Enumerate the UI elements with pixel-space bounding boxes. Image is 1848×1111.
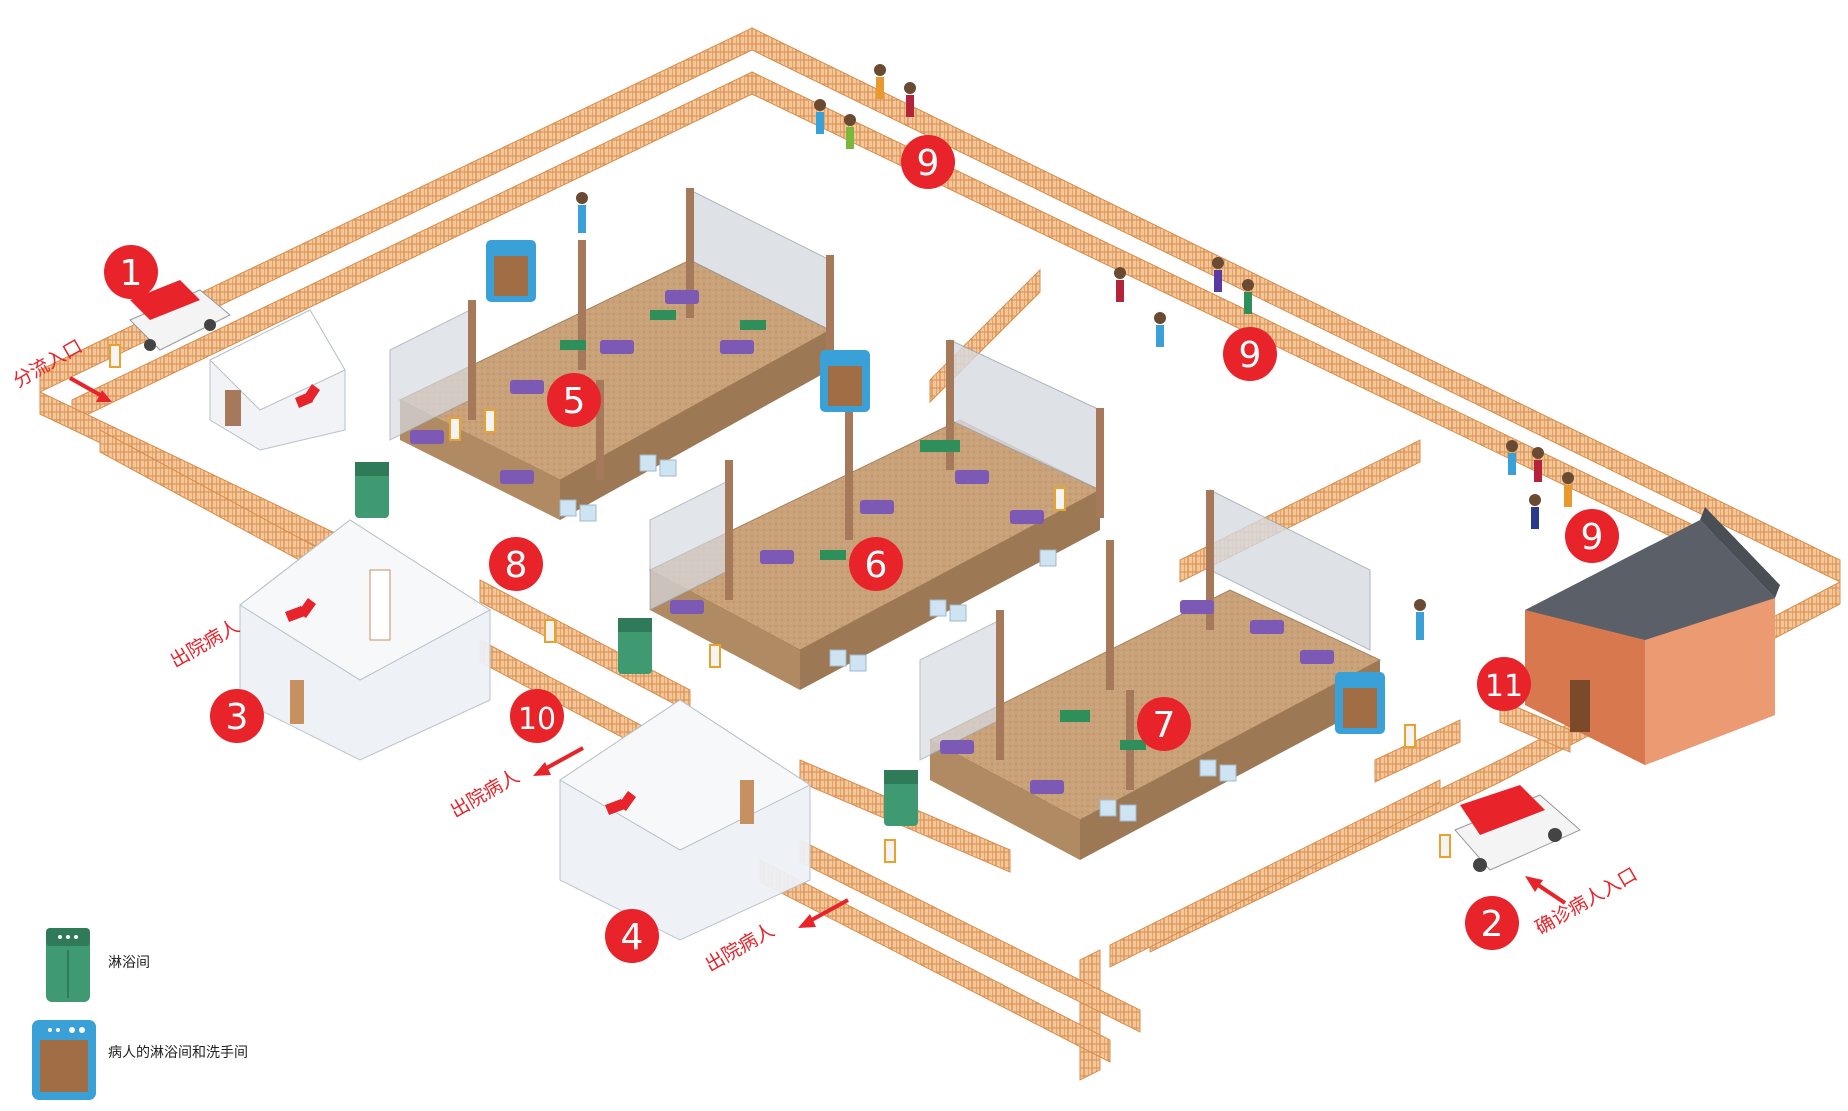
shower-unit-green [618, 618, 652, 674]
legend-patient-wash-icon [32, 1020, 96, 1100]
ward-6 [648, 339, 1104, 690]
marker-6: 6 [849, 537, 903, 591]
marker-1: 1 [104, 245, 158, 299]
svg-text:9: 9 [1239, 335, 1262, 376]
patient-wash-unit-blue [1335, 672, 1385, 734]
triage-building [209, 309, 346, 451]
arrow-triage-entrance [69, 376, 112, 402]
marker-4: 4 [605, 909, 659, 963]
svg-text:2: 2 [1481, 904, 1504, 945]
tent-4 [559, 699, 812, 941]
marker-9a: 9 [901, 135, 955, 189]
svg-text:1: 1 [120, 253, 143, 294]
svg-text:3: 3 [226, 697, 249, 738]
marker-9b: 9 [1223, 327, 1277, 381]
svg-text:4: 4 [621, 917, 644, 958]
ambulance-2 [1454, 785, 1581, 872]
legend-patient-wash-label: 病人的淋浴间和洗手间 [108, 1045, 248, 1061]
marker-7: 7 [1137, 697, 1191, 751]
svg-text:11: 11 [1485, 669, 1523, 704]
people [109, 64, 1574, 863]
arrows [69, 376, 1567, 928]
legend-shower-label: 淋浴间 [108, 955, 150, 971]
marker-9c: 9 [1565, 509, 1619, 563]
ward-5 [389, 188, 834, 522]
marker-3: 3 [210, 689, 264, 743]
svg-text:9: 9 [1581, 517, 1604, 558]
perimeter-fence [39, 27, 1841, 1081]
legend-shower-icon [46, 928, 90, 1002]
shower-unit-green [355, 462, 389, 518]
marker-2: 2 [1465, 896, 1519, 950]
marker-11: 11 [1477, 657, 1531, 711]
svg-text:9: 9 [917, 143, 940, 184]
patient-wash-unit-blue [820, 350, 870, 412]
patient-wash-unit-blue [486, 240, 536, 302]
svg-text:10: 10 [518, 702, 556, 737]
shower-unit-green [884, 770, 918, 826]
svg-text:7: 7 [1153, 705, 1176, 746]
confirmed-entrance-label: 确诊病人入口 [1532, 863, 1642, 939]
ambulance-1 [129, 280, 231, 351]
arrow-discharge-10 [533, 746, 584, 776]
svg-text:5: 5 [563, 381, 586, 422]
building-11-roof [1525, 520, 1775, 640]
svg-text:6: 6 [865, 545, 888, 586]
marker-10: 10 [510, 689, 564, 743]
arrow-confirmed-entrance [1525, 876, 1567, 905]
tent-3 [239, 519, 491, 761]
discharge-label-3: 出院病人 [167, 615, 244, 672]
discharge-label-10: 出院病人 [447, 765, 524, 822]
marker-8: 8 [489, 537, 543, 591]
svg-text:8: 8 [505, 545, 528, 586]
building-11 [1525, 507, 1780, 765]
discharge-label-4: 出院病人 [702, 919, 779, 976]
marker-5: 5 [547, 373, 601, 427]
arrow-discharge-4 [798, 898, 849, 928]
